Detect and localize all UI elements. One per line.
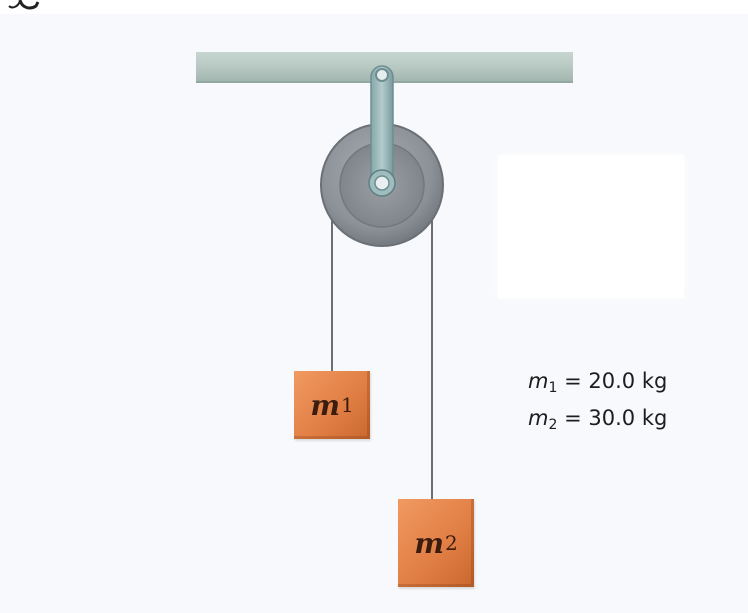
label-m2-subscript: 2 xyxy=(548,417,558,433)
label-m2-unit: kg xyxy=(641,406,668,430)
blank-panel xyxy=(498,155,684,298)
pulley-axle xyxy=(374,175,390,191)
mass-value-m1: m1 = 20.0 kg xyxy=(528,366,667,403)
mass-m2-subscript: 2 xyxy=(444,531,458,555)
mass-m2-symbol: m xyxy=(414,526,444,560)
label-m2-symbol: m xyxy=(528,406,549,430)
mass-m1-subscript: 1 xyxy=(340,393,354,417)
label-m1-symbol: m xyxy=(528,369,549,393)
mass-value-m2: m2 = 30.0 kg xyxy=(528,403,667,440)
label-m1-subscript: 1 xyxy=(548,380,558,396)
label-m2-equals: = xyxy=(564,406,582,430)
label-m1-unit: kg xyxy=(641,369,668,393)
cropped-heading-fragment xyxy=(8,0,40,10)
mass-m1-symbol: m xyxy=(310,388,340,422)
mass-values: m1 = 20.0 kg m2 = 30.0 kg xyxy=(528,366,667,440)
label-m1-equals: = xyxy=(564,369,582,393)
rod-top-bolt xyxy=(375,68,389,82)
label-m1-value: 20.0 xyxy=(588,369,636,393)
label-m2-value: 30.0 xyxy=(588,406,636,430)
